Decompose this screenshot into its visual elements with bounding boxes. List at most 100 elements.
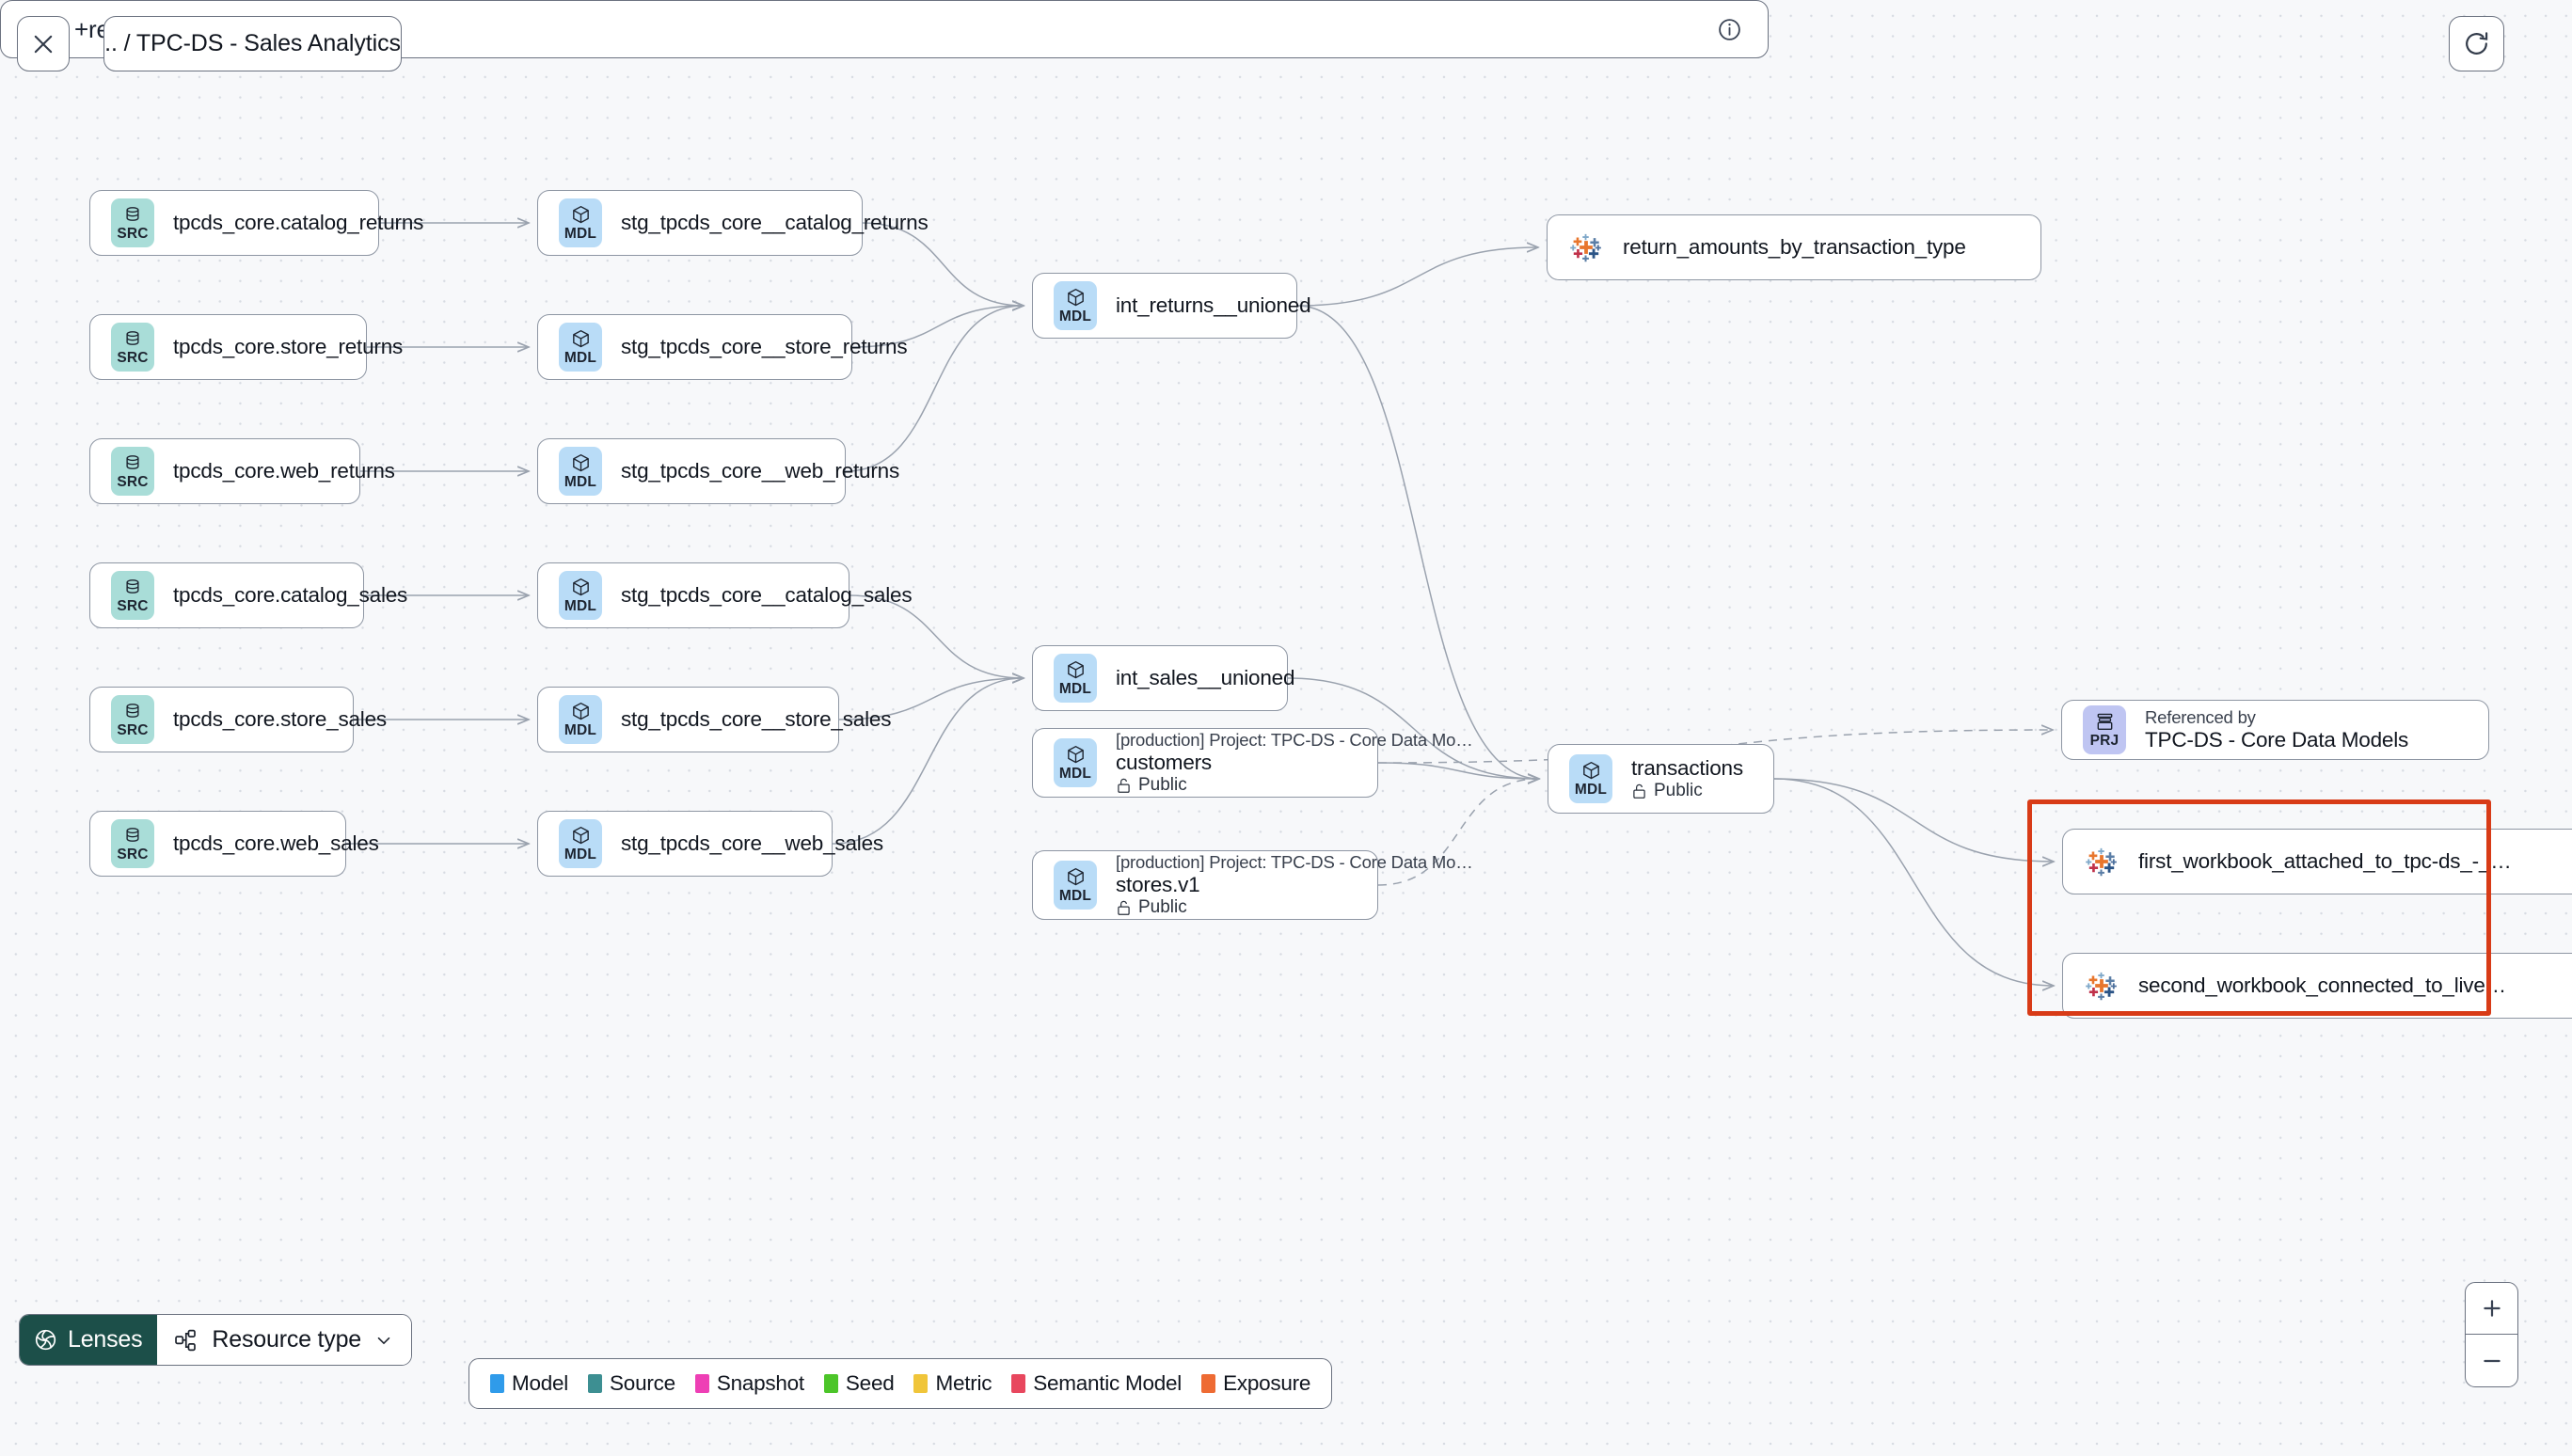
zoom-controls[interactable] bbox=[2465, 1282, 2518, 1387]
refresh-button[interactable] bbox=[2449, 16, 2504, 71]
node-body: first_workbook_attached_to_tpc-ds_-_… bbox=[2138, 849, 2512, 874]
lock-open-icon bbox=[1633, 783, 1645, 799]
node-body: int_sales__unioned bbox=[1116, 666, 1295, 690]
node-visibility: Public bbox=[1116, 775, 1473, 796]
edge-transactions-to-first_workbook bbox=[1773, 778, 2054, 862]
node-label: transactions bbox=[1631, 756, 1743, 780]
node-body: second_workbook_connected_to_live… bbox=[2138, 973, 2506, 998]
node-label: TPC-DS - Core Data Models bbox=[2145, 728, 2409, 752]
badge-label: MDL bbox=[1058, 309, 1092, 325]
graph-node-second_workbook[interactable]: second_workbook_connected_to_live… bbox=[2062, 953, 2572, 1019]
graph-node-stores_v1[interactable]: MDL [production] Project: TPC-DS - Core D… bbox=[1032, 850, 1473, 920]
badge-label: MDL bbox=[564, 226, 597, 243]
cube-icon bbox=[572, 578, 589, 596]
node-label: tpcds_core.store_sales bbox=[173, 707, 387, 731]
node-body: [production] Project: TPC-DS - Core Data… bbox=[1116, 730, 1473, 796]
node-label: int_sales__unioned bbox=[1116, 666, 1295, 689]
node-body: stg_tpcds_core__web_sales bbox=[621, 831, 883, 856]
mdl-badge: MDL bbox=[1054, 738, 1097, 787]
node-label: customers bbox=[1116, 751, 1212, 774]
legend-swatch bbox=[913, 1374, 929, 1393]
cube-icon bbox=[1582, 762, 1599, 780]
node-label: stg_tpcds_core__catalog_sales bbox=[621, 583, 913, 607]
graph-node-first_workbook[interactable]: first_workbook_attached_to_tpc-ds_-_… bbox=[2062, 829, 2572, 894]
legend-label: Semantic Model bbox=[1033, 1371, 1183, 1395]
node-body: [production] Project: TPC-DS - Core Data… bbox=[1116, 852, 1473, 918]
legend-item[interactable]: Snapshot bbox=[694, 1371, 804, 1396]
node-subtitle: [production] Project: TPC-DS - Core Data… bbox=[1116, 730, 1473, 750]
legend-item[interactable]: Seed bbox=[823, 1371, 895, 1396]
lenses-button[interactable]: Lenses bbox=[20, 1315, 158, 1365]
badge-label: SRC bbox=[117, 473, 149, 490]
legend-label: Source bbox=[610, 1371, 675, 1395]
mdl-badge: MDL bbox=[559, 198, 602, 247]
cube-icon bbox=[1067, 289, 1084, 307]
node-visibility-label: Public bbox=[1138, 897, 1187, 917]
badge-label: MDL bbox=[1058, 888, 1092, 905]
database-icon bbox=[126, 206, 139, 221]
prj-badge: PRJ bbox=[2083, 705, 2126, 754]
resource-type-legend: Model Source Snapshot Seed Metric Semantic Mo… bbox=[468, 1358, 1333, 1409]
legend-label: Exposure bbox=[1223, 1371, 1311, 1395]
node-body: int_returns__unioned bbox=[1116, 293, 1311, 318]
src-badge: SRC bbox=[111, 198, 154, 247]
zoom-in-button[interactable] bbox=[2466, 1283, 2517, 1335]
node-label: tpcds_core.catalog_returns bbox=[173, 211, 424, 234]
breadcrumb[interactable]: .. / TPC-DS - Sales Analytics bbox=[103, 16, 402, 71]
cube-icon bbox=[1067, 661, 1084, 679]
node-label: stg_tpcds_core__store_sales bbox=[621, 707, 892, 731]
badge-label: SRC bbox=[117, 225, 149, 242]
edge-stg_web_returns-to-int_returns_unioned bbox=[845, 306, 1024, 472]
archive-box-icon bbox=[2097, 714, 2112, 731]
src-badge: SRC bbox=[111, 447, 154, 496]
close-button[interactable] bbox=[17, 16, 70, 71]
legend-item[interactable]: Semantic Model bbox=[1011, 1371, 1182, 1396]
info-icon[interactable] bbox=[1716, 16, 1743, 43]
legend-item[interactable]: Exposure bbox=[1201, 1371, 1310, 1396]
node-body: return_amounts_by_transaction_type bbox=[1623, 235, 1966, 260]
zoom-out-button[interactable] bbox=[2466, 1335, 2517, 1386]
legend-swatch bbox=[588, 1374, 603, 1393]
node-label: return_amounts_by_transaction_type bbox=[1623, 235, 1966, 259]
graph-node-return_amounts[interactable]: return_amounts_by_transaction_type bbox=[1547, 214, 2041, 280]
node-label: stores.v1 bbox=[1116, 873, 1200, 896]
graph-node-src_catalog_returns[interactable]: SRC tpcds_core.catalog_returns bbox=[89, 190, 423, 256]
badge-label: SRC bbox=[117, 349, 149, 366]
resource-type-filter[interactable]: Resource type bbox=[157, 1315, 412, 1365]
lock-open-icon bbox=[1118, 900, 1130, 915]
node-body: stg_tpcds_core__store_returns bbox=[621, 335, 908, 359]
mdl-badge: MDL bbox=[559, 447, 602, 496]
mdl-badge: MDL bbox=[1054, 861, 1097, 910]
cube-icon bbox=[572, 827, 589, 845]
lenses-control[interactable]: Lenses Resource type bbox=[19, 1314, 413, 1366]
lock-open-icon bbox=[1118, 778, 1130, 793]
badge-label: SRC bbox=[117, 597, 149, 614]
legend-item[interactable]: Source bbox=[588, 1371, 675, 1396]
node-body: stg_tpcds_core__catalog_sales bbox=[621, 583, 913, 608]
top-toolbar: .. / TPC-DS - Sales Analytics +resource_… bbox=[0, 0, 2572, 111]
node-label: first_workbook_attached_to_tpc-ds_-_… bbox=[2138, 849, 2512, 873]
legend-item[interactable]: Model bbox=[490, 1371, 568, 1396]
plus-icon bbox=[2483, 1300, 2501, 1317]
node-label: stg_tpcds_core__store_returns bbox=[621, 335, 908, 358]
graph-node-customers[interactable]: MDL [production] Project: TPC-DS - Core D… bbox=[1032, 728, 1473, 798]
graph-node-int_returns_unioned[interactable]: MDL int_returns__unioned bbox=[1032, 273, 1311, 339]
cube-icon bbox=[572, 206, 589, 224]
legend-item[interactable]: Metric bbox=[913, 1371, 992, 1396]
